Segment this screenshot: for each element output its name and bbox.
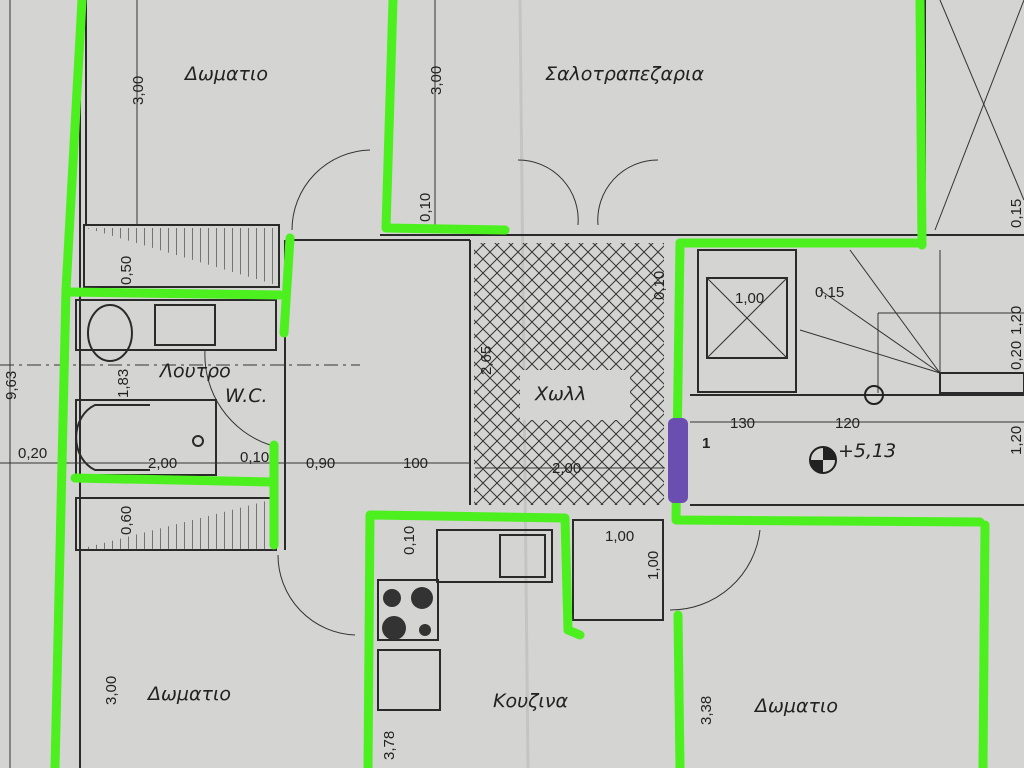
dimension-label: 0,10 — [401, 526, 418, 555]
dimension-label: 0,15 — [1008, 199, 1024, 228]
dimension-label: 1,20 — [1008, 426, 1024, 455]
dimension-label: 3,00 — [428, 66, 445, 95]
room-label-living-dining: Σαλοτραπεζαρια — [545, 63, 704, 85]
highlighted-door-opening — [668, 418, 688, 503]
stove-icon — [382, 587, 433, 640]
dimension-label: 2,00 — [552, 460, 581, 477]
dimension-label: 1,20 — [1008, 306, 1024, 335]
closet-hatching-top — [86, 228, 276, 285]
dimension-label: 0,20 — [18, 445, 47, 462]
marker-label: 1 — [702, 435, 710, 452]
dimension-label: 3,38 — [698, 696, 715, 725]
dimension-label: 0,10 — [240, 449, 269, 466]
dimension-label: 0,10 — [651, 271, 668, 300]
dimension-label: 9,63 — [3, 371, 20, 400]
room-label-hall: Χωλλ — [534, 383, 586, 405]
closet-hatching-bottom — [76, 500, 270, 550]
dimension-label: 3,78 — [381, 731, 398, 760]
hall-label-background — [520, 370, 630, 420]
room-label-wc: W.C. — [225, 385, 268, 407]
dimension-label: 0,20 — [1008, 341, 1024, 370]
room-label-bedroom: Δωματιο — [753, 695, 838, 717]
dimension-label: 1,00 — [735, 290, 764, 307]
dimension-labels: 3,00 3,00 0,10 0,50 9,63 1,83 0,20 2,00 … — [3, 66, 1024, 760]
level-marker-icon — [809, 385, 884, 474]
room-label-bedroom: Δωματιο — [146, 683, 231, 705]
dimension-label: 0,90 — [306, 455, 335, 472]
bathtub-icon — [75, 404, 150, 471]
elevation-label: +5,13 — [838, 440, 896, 462]
dimension-label: 3,00 — [130, 76, 147, 105]
room-label-bedroom: Δωματιο — [183, 63, 268, 85]
dimension-label: 1,83 — [115, 369, 132, 398]
dimension-label: 1,00 — [645, 551, 662, 580]
dimension-label: 1,00 — [605, 528, 634, 545]
dimension-label: 0,50 — [118, 256, 135, 285]
room-label-kitchen: Κουζινα — [493, 690, 568, 712]
dimension-label: 120 — [835, 415, 860, 432]
room-label-bathroom: Λουτρο — [158, 360, 231, 382]
dimension-label: 3,00 — [103, 676, 120, 705]
sink-icon — [154, 304, 216, 346]
dimension-label: 0,15 — [815, 284, 844, 301]
door-swings — [204, 149, 761, 636]
dimension-label: 0,10 — [417, 193, 434, 222]
dimension-label: 100 — [403, 455, 428, 472]
toilet-icon — [87, 304, 133, 362]
dimension-label: 130 — [730, 415, 755, 432]
dimension-label: 0,60 — [118, 506, 135, 535]
highlighted-walls — [50, 0, 990, 768]
kitchen-sink-icon — [499, 534, 546, 578]
dimension-label: 2,65 — [478, 346, 495, 375]
bathroom-fixtures — [75, 304, 546, 640]
dimension-label: 2,00 — [148, 455, 177, 472]
